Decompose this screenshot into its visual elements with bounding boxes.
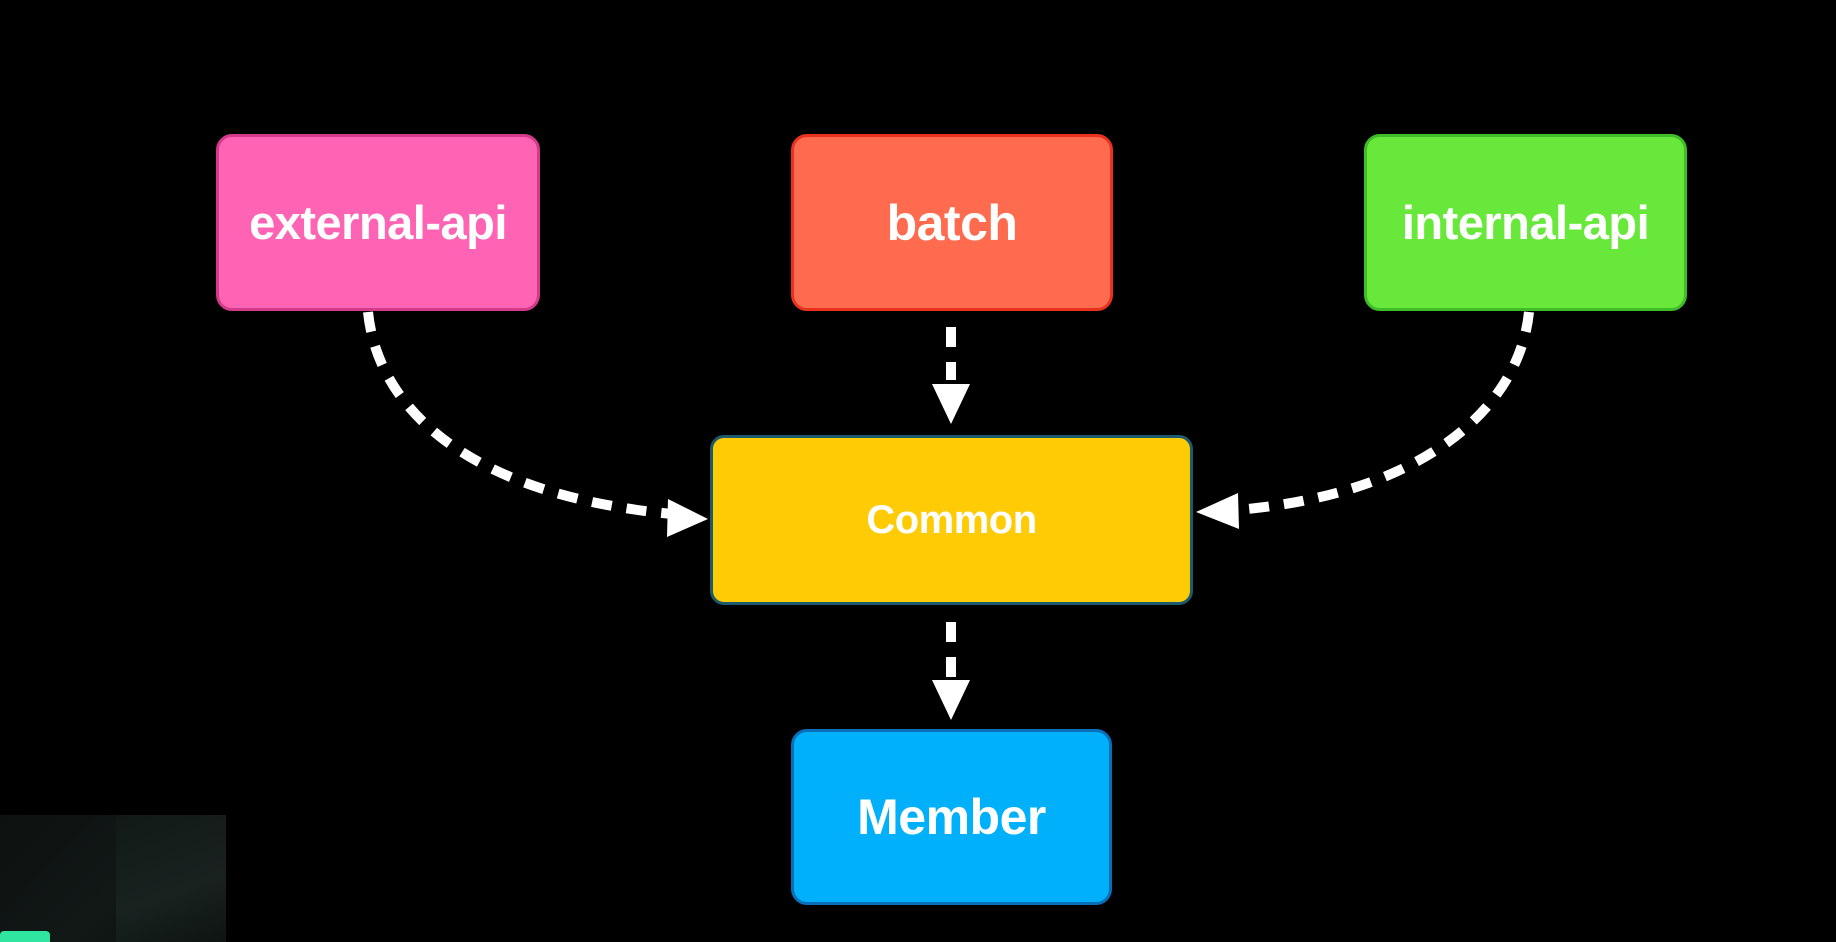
node-batch: batch	[791, 134, 1113, 311]
arrowhead-external-to-common	[667, 499, 708, 537]
arrowhead-common-to-member	[932, 680, 970, 720]
node-external-api: external-api	[216, 134, 540, 311]
node-member: Member	[791, 729, 1112, 905]
arrowhead-batch-to-common	[932, 384, 970, 424]
edge-internal-api-to-common	[1235, 311, 1534, 515]
corner-accent-bar	[0, 931, 50, 942]
corner-thumbnail-overlay	[0, 815, 226, 942]
corner-thumbnail-panel	[116, 815, 226, 942]
arrowhead-internal-to-common	[1196, 493, 1239, 529]
edge-external-api-to-common	[363, 311, 673, 519]
node-internal-api: internal-api	[1364, 134, 1687, 311]
node-common: Common	[710, 435, 1193, 605]
